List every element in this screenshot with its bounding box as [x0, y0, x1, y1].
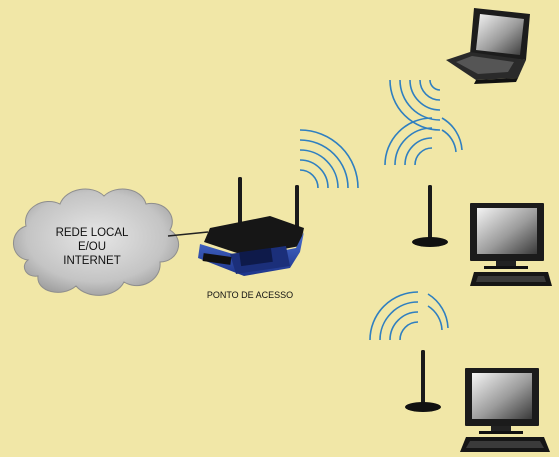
- wifi-antenna-1: [412, 185, 448, 247]
- laptop-signal-waves: [389, 79, 441, 131]
- cloud-label-line-1: REDE LOCAL: [56, 227, 129, 239]
- cloud-label-line-2: E/OU: [78, 241, 106, 253]
- antenna-2-signal-waves: [369, 291, 449, 341]
- cloud-label-line-3: INTERNET: [63, 255, 121, 267]
- network-cable: [167, 231, 209, 237]
- network-cloud: REDE LOCAL E/OU INTERNET: [13, 188, 180, 296]
- desktop-computer-1: [470, 203, 552, 286]
- access-point-router: [198, 177, 304, 276]
- desktop-computer-2: [460, 368, 550, 452]
- wifi-antenna-2: [405, 350, 441, 412]
- router-antenna-right: [295, 185, 299, 233]
- laptop: [446, 8, 530, 84]
- access-point-label: PONTO DE ACESSO: [207, 290, 293, 300]
- router-antenna-left: [238, 177, 242, 225]
- router-signal-waves: [299, 129, 359, 189]
- antenna-1-signal-waves: [384, 117, 463, 166]
